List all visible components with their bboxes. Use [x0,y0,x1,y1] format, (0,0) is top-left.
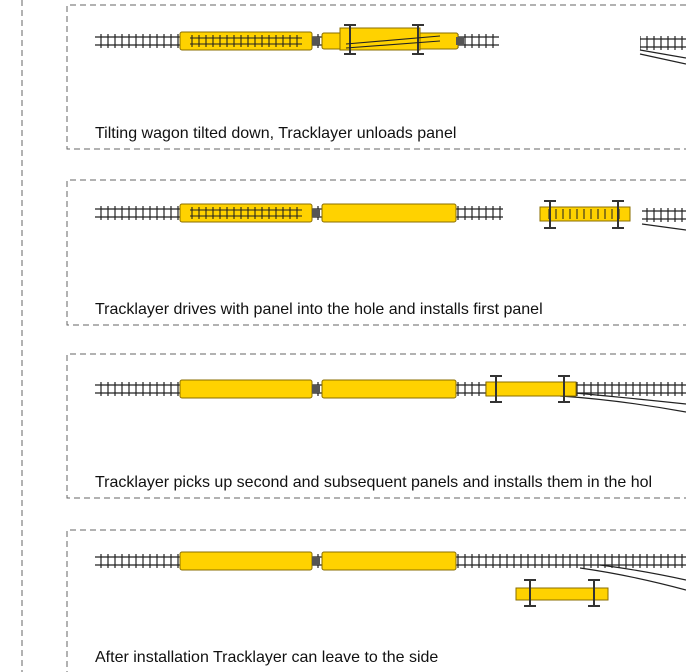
flat-wagon [179,203,320,223]
panel-3-caption: Tracklayer picks up second and subsequen… [95,474,652,491]
flat-wagon [179,31,320,51]
panel-3: Tracklayer picks up second and subsequen… [66,353,686,499]
panel-2: Tracklayer drives with panel into the ho… [66,179,686,326]
tracklayer-empty [515,579,609,607]
tilting-wagon [321,203,457,223]
tilting-wagon [321,24,464,55]
tilting-wagon [321,551,457,571]
panel-4-caption: After installation Tracklayer can leave … [95,649,438,666]
panel-1-caption: Tilting wagon tilted down, Tracklayer un… [95,125,456,142]
panel-1: Tilting wagon tilted down, Tracklayer un… [66,4,686,150]
tracklayer-with-panel [539,200,631,229]
flat-wagon [179,551,320,571]
tilting-wagon [321,379,457,399]
distant-turnout [641,208,686,231]
distant-turnout [639,36,686,65]
panel-2-border [66,179,686,326]
panel-2-caption: Tracklayer drives with panel into the ho… [95,301,543,318]
panel-1-border [66,4,686,150]
panel-4: After installation Tracklayer can leave … [66,529,686,672]
panel-4-border [66,529,686,672]
flat-wagon [179,379,320,399]
panel-3-border [66,353,686,499]
tracklayer-with-panel [485,375,577,403]
